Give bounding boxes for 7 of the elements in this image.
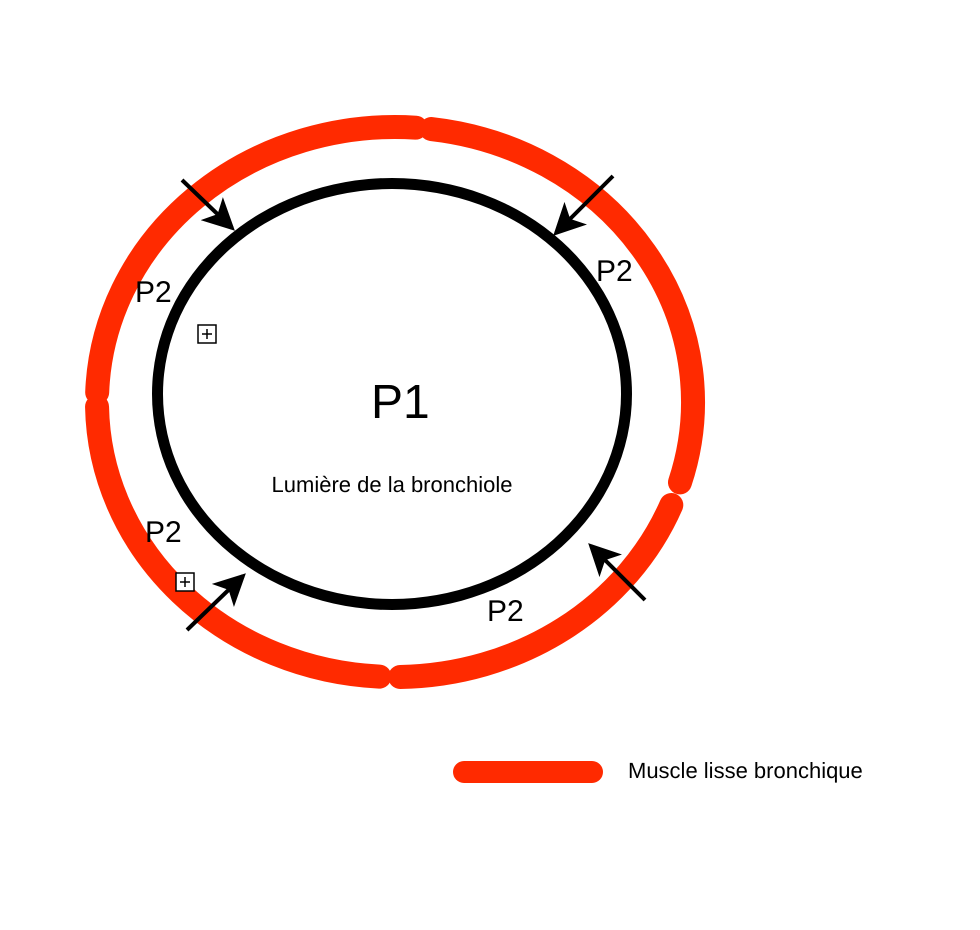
pressure-label: P2: [487, 597, 524, 627]
pressure-label: P2: [135, 278, 172, 308]
pressure-label: P2: [596, 257, 633, 287]
pressure-label: P1: [371, 379, 430, 427]
lumen-label: Lumière de la bronchiole: [270, 474, 514, 496]
pressure-label: P2: [145, 518, 182, 548]
legend-text: Muscle lisse bronchique: [628, 760, 863, 782]
